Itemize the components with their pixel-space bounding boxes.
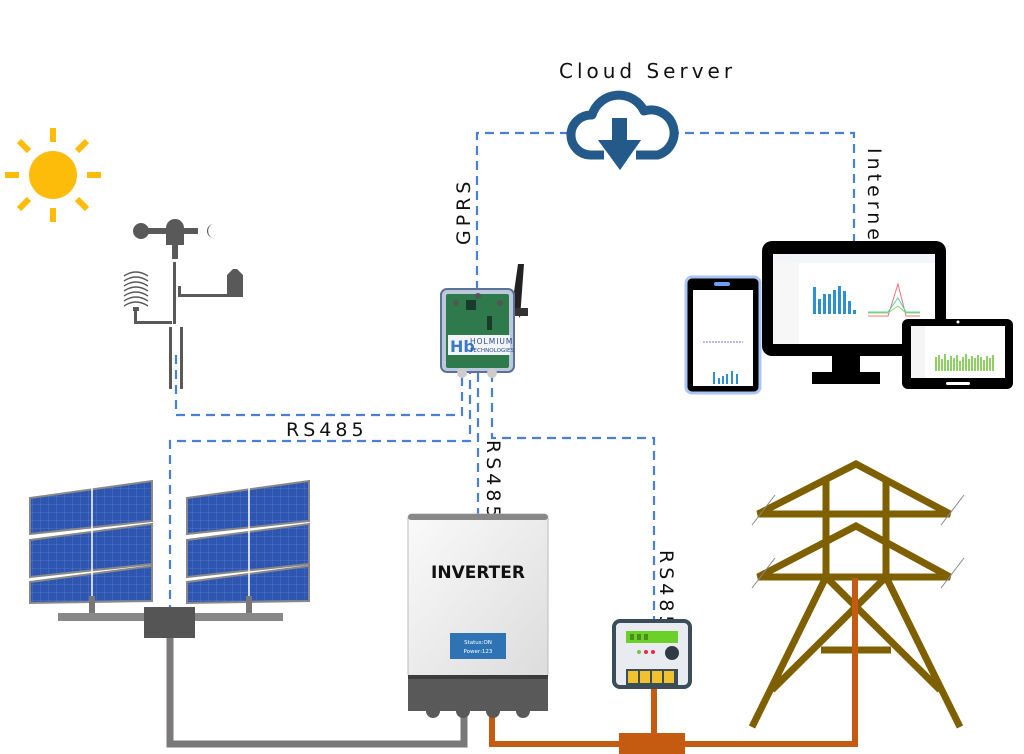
inverter-title: INVERTER <box>431 563 525 583</box>
rs485-meter-label: RS485 <box>655 550 677 632</box>
phone-icon <box>684 275 762 395</box>
monitor-line-chart <box>868 282 920 317</box>
cloud-download-icon <box>566 90 679 170</box>
datalogger-brand-line2: TECHNOLOGIES <box>469 348 514 354</box>
solar-panel-array-left <box>29 479 153 616</box>
energy-meter-icon[interactable] <box>612 619 692 689</box>
sun-icon <box>5 128 101 222</box>
weather-station-icon <box>123 219 243 389</box>
dc-cable <box>166 637 468 748</box>
rs485-inverter-label: RS485 <box>482 440 504 522</box>
dc-combiner-box <box>144 607 195 638</box>
internet-link <box>670 131 856 252</box>
inverter-display <box>450 633 506 659</box>
power-lines <box>751 494 965 589</box>
rs485-weather-link <box>174 355 464 417</box>
cloud-server-label: Cloud Server <box>559 59 736 83</box>
tablet-icon <box>902 319 1013 389</box>
gprs-label: GPRS <box>453 178 475 245</box>
monitor-bar-chart <box>813 286 856 314</box>
datalogger-device[interactable]: Hb HOLMIUM TECHNOLOGIES <box>440 264 528 378</box>
rs485-meter-link <box>490 373 656 622</box>
ac-junction-box <box>619 733 685 754</box>
data-links <box>168 131 856 622</box>
monitor-icon <box>762 241 946 384</box>
solar-panel-array-right <box>186 479 310 616</box>
rs485-panel-link <box>168 373 472 614</box>
datalogger-brand-line1: HOLMIUM <box>470 337 513 346</box>
tablet-bar-chart <box>935 354 994 371</box>
rs485-horizontal-label: RS485 <box>286 419 368 441</box>
inverter-power: Power:123 <box>464 649 493 655</box>
datalogger-logo: Hb <box>450 337 475 356</box>
gprs-link <box>475 131 572 290</box>
inverter-status: Status:ON <box>464 640 492 646</box>
internet-label: Internet <box>863 148 885 255</box>
transmission-tower-icon <box>748 460 964 729</box>
inverter-device[interactable]: INVERTER Status:ON Power:123 <box>407 513 549 718</box>
